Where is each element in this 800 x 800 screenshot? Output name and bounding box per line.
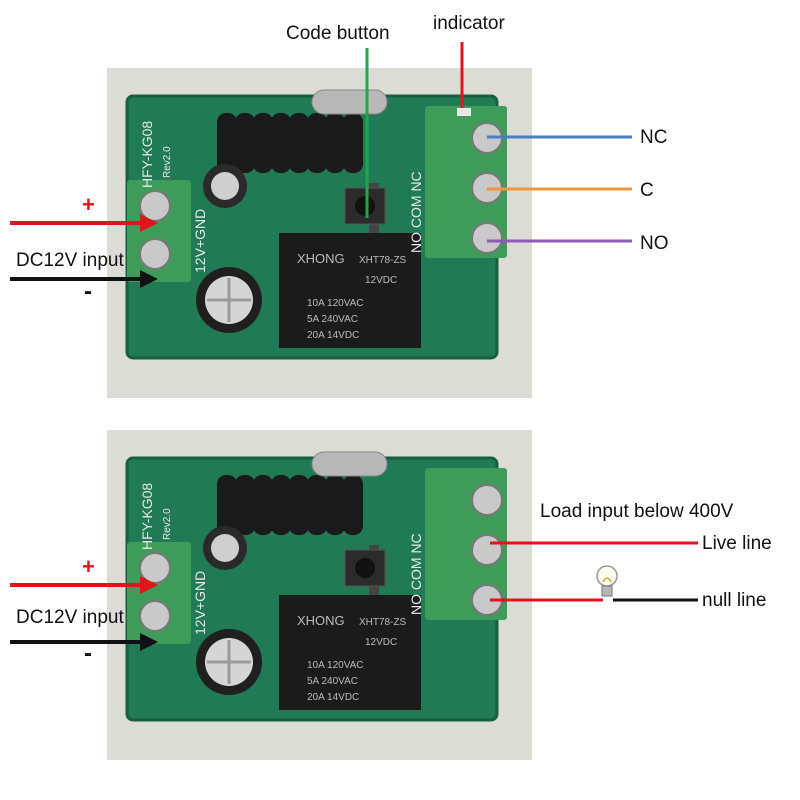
dc-input-label-top: DC12V input: [16, 250, 124, 271]
positive-arrowhead-bottom: [140, 576, 158, 594]
relay-model-text: XHT78-ZS: [359, 617, 407, 628]
board-revision-text: Rev2.0: [162, 508, 173, 540]
power-pins-text: 12V+GND: [192, 209, 208, 273]
power-pins-text: 12V+GND: [192, 571, 208, 635]
board-revision-text: Rev2.0: [162, 146, 173, 178]
board-model-text: HFY-KG08: [139, 483, 155, 550]
relay-rating-3: 20A 14VDC: [307, 330, 359, 341]
relay-terminals-text: NO COM NC: [408, 533, 424, 615]
minus-sign-bottom: -: [84, 640, 92, 667]
code-button-label: Code button: [286, 23, 390, 44]
relay-rating-2: 5A 240VAC: [307, 314, 358, 325]
relay-coil-text: 12VDC: [365, 275, 397, 286]
live-line-label: Live line: [702, 533, 772, 554]
null-line-label: null line: [702, 590, 767, 611]
plus-sign-bottom: +: [82, 554, 95, 579]
dc-input-label-bottom: DC12V input: [16, 607, 124, 628]
minus-sign-top: -: [84, 278, 92, 305]
relay-model-text: XHT78-ZS: [359, 255, 407, 266]
no-label: NO: [640, 233, 669, 254]
relay-rating-2: 5A 240VAC: [307, 676, 358, 687]
nc-label: NC: [640, 127, 668, 148]
plus-sign-top: +: [82, 192, 95, 217]
negative-arrowhead-top: [140, 270, 158, 288]
indicator-label: indicator: [433, 13, 505, 34]
relay-board-top: HFY-KG08 Rev2.0 12V+GND NO COM NC XHONG …: [105, 66, 534, 400]
relay-coil-text: 12VDC: [365, 637, 397, 648]
light-bulb-icon: [596, 565, 618, 597]
c-label: C: [640, 180, 654, 201]
relay-rating-3: 20A 14VDC: [307, 692, 359, 703]
relay-brand-text: XHONG: [297, 251, 345, 266]
relay-rating-1: 10A 120VAC: [307, 298, 364, 309]
board-model-text: HFY-KG08: [139, 121, 155, 188]
relay-terminals-text: NO COM NC: [408, 171, 424, 253]
relay-board-bottom: HFY-KG08 Rev2.0 12V+GND NO COM NC XHONG …: [105, 428, 534, 762]
relay-rating-1: 10A 120VAC: [307, 660, 364, 671]
relay-brand-text: XHONG: [297, 613, 345, 628]
load-input-label: Load input below 400V: [540, 501, 734, 522]
negative-arrowhead-bottom: [140, 633, 158, 651]
positive-arrowhead-top: [140, 214, 158, 232]
